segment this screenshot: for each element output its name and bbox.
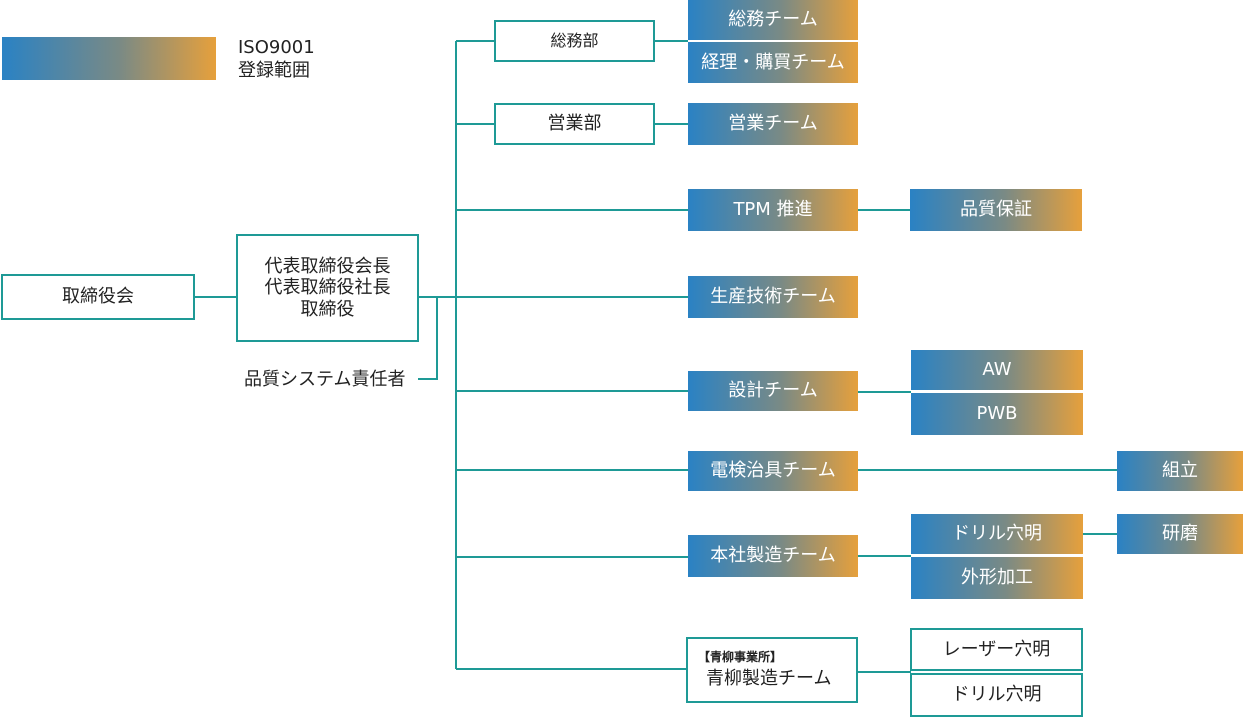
aoyagi-office-label: 【青柳事業所】 bbox=[698, 650, 783, 664]
team-quality-assurance: 品質保証 bbox=[910, 189, 1082, 231]
team-sales: 営業チーム bbox=[688, 103, 858, 145]
executive-director: 取締役 bbox=[300, 298, 355, 320]
team-polish: 研磨 bbox=[1117, 514, 1243, 554]
aoyagi-laser: レーザー穴明 bbox=[910, 628, 1083, 671]
executives-box: 代表取締役会長 代表取締役社長 取締役 bbox=[236, 234, 419, 342]
team-outline: 外形加工 bbox=[911, 557, 1083, 599]
legend-label-line1: ISO9001 bbox=[238, 37, 315, 58]
team-design: 設計チーム bbox=[688, 371, 858, 411]
legend-label-line2: 登録範囲 bbox=[238, 60, 310, 81]
sales-dept: 営業部 bbox=[494, 103, 655, 145]
team-jig: 電検治具チーム bbox=[688, 451, 858, 491]
team-accounting: 経理・購買チーム bbox=[688, 42, 858, 83]
general-affairs-dept: 総務部 bbox=[494, 20, 655, 62]
aoyagi-manufacturing-label: 青柳製造チーム bbox=[706, 668, 832, 690]
team-pwb: PWB bbox=[911, 393, 1083, 435]
team-production-tech: 生産技術チーム bbox=[688, 276, 858, 318]
team-hq-manufacturing: 本社製造チーム bbox=[688, 535, 858, 577]
team-drill: ドリル穴明 bbox=[911, 514, 1083, 554]
board-box: 取締役会 bbox=[1, 274, 195, 320]
aoyagi-drill: ドリル穴明 bbox=[910, 673, 1083, 717]
team-assembly: 組立 bbox=[1117, 451, 1243, 491]
team-tpm: TPM 推進 bbox=[688, 189, 858, 231]
legend-swatch bbox=[2, 37, 216, 80]
team-aw: AW bbox=[911, 350, 1083, 390]
aoyagi-manufacturing-box: 【青柳事業所】 青柳製造チーム bbox=[686, 637, 858, 703]
quality-manager-label: 品質システム責任者 bbox=[244, 369, 406, 390]
team-general-affairs: 総務チーム bbox=[688, 0, 858, 40]
executive-chairman: 代表取締役会長 bbox=[264, 255, 391, 277]
executive-president: 代表取締役社長 bbox=[264, 277, 391, 299]
